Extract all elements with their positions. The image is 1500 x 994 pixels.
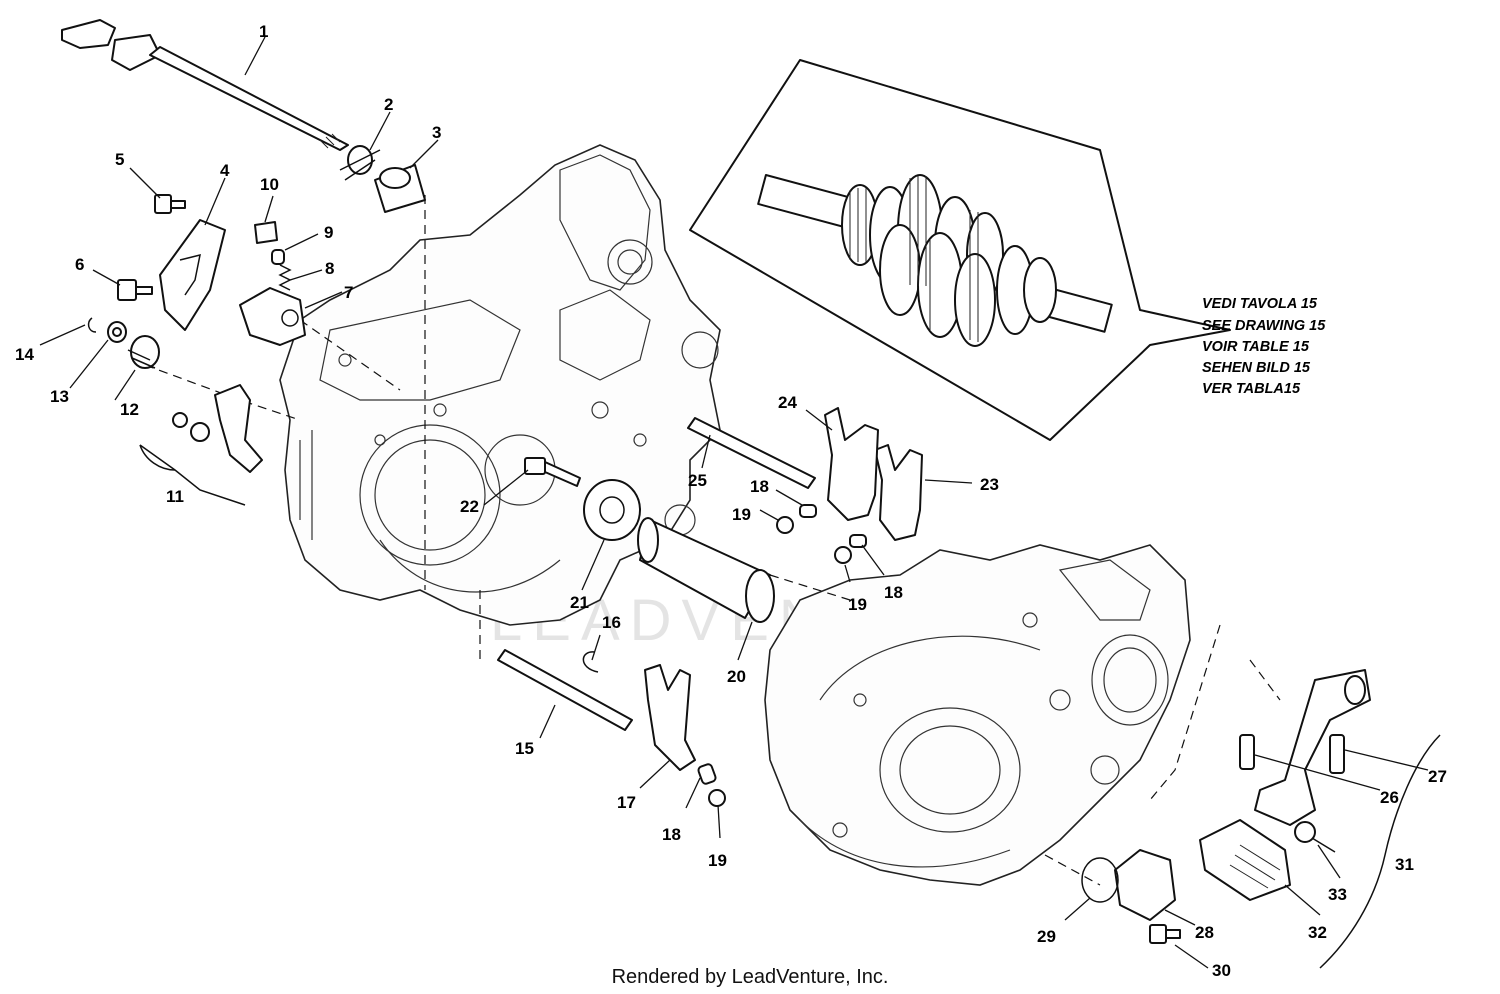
callout-6: 6: [75, 255, 84, 274]
callout-9: 9: [324, 223, 333, 242]
callout-2: 2: [384, 95, 393, 114]
shift-fork-shaft: [687, 417, 816, 489]
shift-fork: [874, 444, 923, 541]
detent-pin: [271, 249, 285, 265]
callout-7: 7: [344, 283, 353, 302]
callout-18: 18: [662, 825, 681, 844]
callout-22: 22: [460, 497, 479, 516]
callout-31: 31: [1395, 855, 1414, 874]
star-bolt: [524, 457, 581, 487]
shift-fork: [824, 407, 879, 521]
callout-17: 17: [617, 793, 636, 812]
callout-29: 29: [1037, 927, 1056, 946]
return-spring: [127, 335, 160, 369]
reference-note-line: VEDI TAVOLA 15: [1202, 296, 1318, 312]
callout-26: 26: [1380, 788, 1399, 807]
lever-tip: [1199, 819, 1291, 901]
shift-shaft-spring: [339, 145, 381, 181]
callout-5: 5: [115, 150, 124, 169]
fork-roller: [776, 516, 794, 534]
fork-roller: [834, 546, 852, 564]
washer: [107, 321, 127, 343]
reference-note-line: SEHEN BILD 15: [1202, 360, 1311, 376]
gear-shift-lever: [1254, 669, 1371, 826]
group-bracket-11: [139, 444, 176, 471]
callout-12: 12: [120, 400, 139, 419]
callout-15: 15: [515, 739, 534, 758]
reference-note-line: SEE DRAWING 15: [1202, 318, 1326, 334]
reference-note: VEDI TAVOLA 15 SEE DRAWING 15 VOIR TABLE…: [1202, 296, 1326, 397]
shift-fork-shaft: [497, 649, 633, 731]
shift-shaft: [61, 19, 349, 151]
callout-8: 8: [325, 259, 334, 278]
transmission-reference-frame: [689, 59, 1231, 441]
cover: [1114, 849, 1176, 921]
callout-16: 16: [602, 613, 621, 632]
fork-guide-pin: [697, 763, 717, 785]
callout-14: 14: [15, 345, 34, 364]
shift-drum: [637, 517, 775, 623]
callout-4: 4: [220, 161, 230, 180]
screw: [1149, 924, 1181, 944]
reference-note-line: VER TABLA15: [1202, 381, 1301, 397]
circlip: [582, 651, 599, 673]
callout-21: 21: [570, 593, 589, 612]
group-bracket-31: [1319, 734, 1441, 969]
callout-28: 28: [1195, 923, 1214, 942]
shift-drum-star: [583, 479, 641, 541]
tip-spring: [1294, 821, 1336, 853]
callout-23: 23: [980, 475, 999, 494]
callout-27: 27: [1428, 767, 1447, 786]
callout-19: 19: [848, 595, 867, 614]
pinch-bolt: [1329, 734, 1345, 774]
detent-spring: [278, 264, 292, 291]
callout-30: 30: [1212, 961, 1231, 980]
crankcase-right-half: [764, 544, 1191, 886]
callout-18: 18: [750, 477, 769, 496]
guide-plate: [159, 219, 226, 331]
fork-guide-pin: [849, 534, 867, 548]
callout-13: 13: [50, 387, 69, 406]
callout-19: 19: [732, 505, 751, 524]
fork-guide-pin: [799, 504, 817, 518]
screw: [117, 279, 153, 301]
callout-20: 20: [727, 667, 746, 686]
o-ring: [1081, 857, 1119, 903]
circlip: [87, 317, 97, 333]
callout-3: 3: [432, 123, 441, 142]
callout-32: 32: [1308, 923, 1327, 942]
index-housing: [239, 287, 306, 346]
callout-33: 33: [1328, 885, 1347, 904]
screw: [154, 194, 186, 214]
callout-11: 11: [166, 487, 184, 506]
pivot-bolt: [1239, 734, 1255, 770]
callout-25: 25: [688, 471, 707, 490]
assembly-lines: [144, 195, 1281, 886]
transmission-gear-cluster: [757, 173, 1113, 347]
shift-fork: [644, 664, 696, 771]
credit-text: Rendered by LeadVenture, Inc.: [612, 966, 889, 988]
callout-1: 1: [259, 22, 268, 41]
fork-roller: [708, 789, 726, 807]
shift-lever-assembly: [139, 384, 263, 506]
callout-labels: 1 2 3 4 5 6 7 8 9 10 11 12 13 14 15 16 1…: [15, 22, 1447, 980]
callout-19: 19: [708, 851, 727, 870]
callout-18: 18: [884, 583, 903, 602]
detent-cap: [254, 221, 278, 244]
callout-24: 24: [778, 393, 797, 412]
reference-note-line: VOIR TABLE 15: [1202, 339, 1310, 355]
bushing: [374, 164, 426, 213]
callout-10: 10: [260, 175, 279, 194]
leader-lines: [39, 36, 1429, 969]
